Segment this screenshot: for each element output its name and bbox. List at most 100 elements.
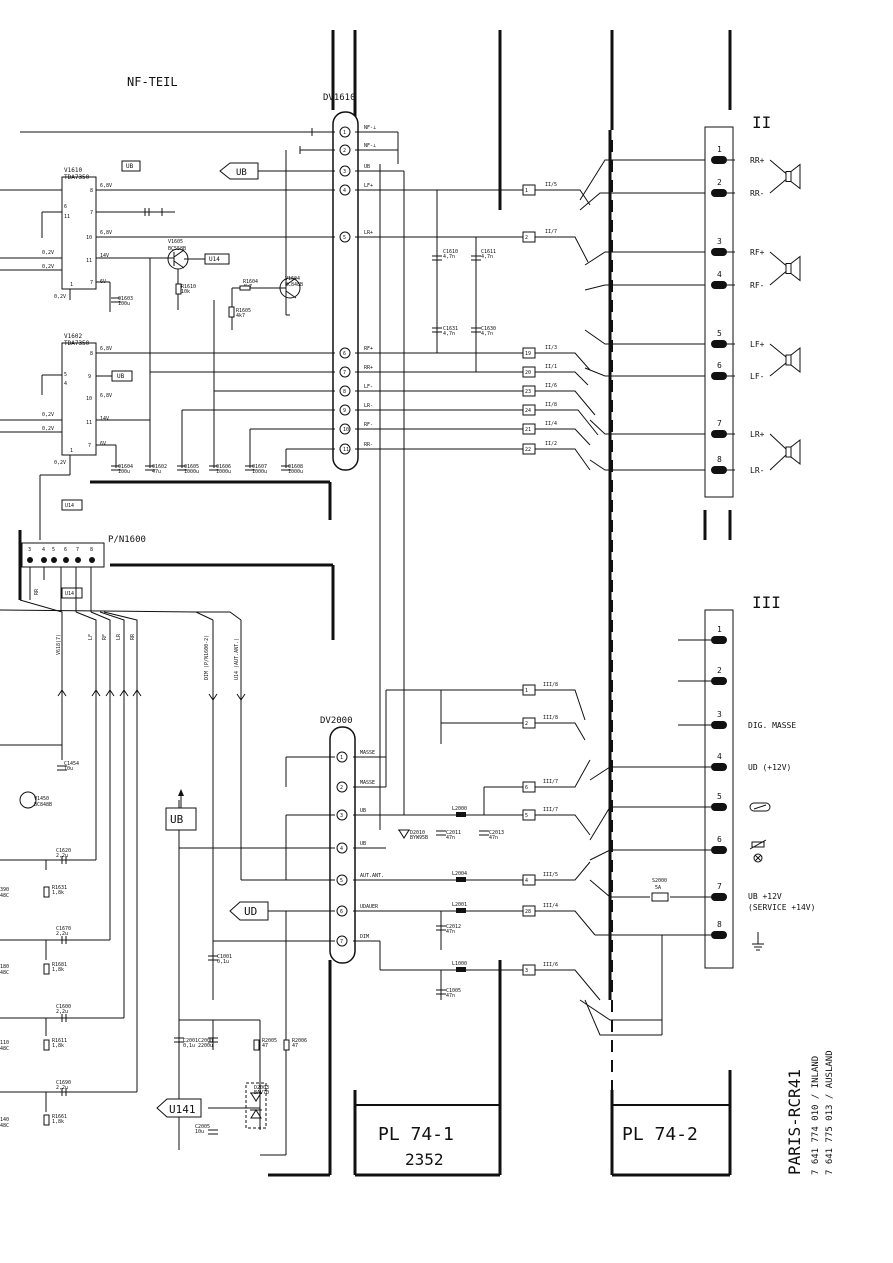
iii-leads [589,639,712,1035]
svg-text:C2001: C2001 [183,1038,198,1044]
svg-text:390: 390 [0,887,9,893]
capacitor [174,1037,184,1043]
svg-text:RR: RR [34,588,40,595]
ii-pin: 5 [711,329,735,348]
svg-text:10u: 10u [195,1129,204,1135]
fuse-s2000: S2000 5A [651,878,669,902]
svg-text:0,2V: 0,2V [42,264,54,270]
svg-text:U14 (AUT.ANT.): U14 (AUT.ANT.) [234,638,240,680]
speaker-icon: RR+RR- [750,156,801,198]
svg-text:0,2V: 0,2V [42,412,54,418]
svg-text:C1001: C1001 [217,954,232,960]
capacitor [111,297,121,303]
dv1610-pin: 5LR+ [339,230,373,243]
svg-text:BC848B: BC848B [34,802,52,808]
svg-text:II/7: II/7 [545,229,557,235]
svg-text:R1681: R1681 [52,962,67,968]
svg-text:II/6: II/6 [545,383,557,389]
iii-pin: 7 [711,882,727,901]
svg-text:C1608: C1608 [288,464,303,470]
svg-text:C1630: C1630 [481,326,496,332]
svg-text:48C: 48C [0,970,9,976]
svg-text:AUT.ANT.: AUT.ANT. [360,873,384,879]
svg-text:II/2: II/2 [545,441,557,447]
top-net-boxes: 1II/52II/719II/320II/123II/624II/821II/4… [522,182,557,455]
svg-text:LF+: LF+ [750,340,765,349]
svg-text:LF-: LF- [750,372,764,381]
ub-12v-label: UB +12V [748,892,782,901]
ud-label: UD (+12V) [748,763,791,772]
capacitor-symbols [57,208,489,1135]
svg-text:MASSE: MASSE [360,750,375,756]
svg-text:II/5: II/5 [545,182,557,188]
svg-text:11: 11 [86,420,92,426]
svg-text:28: 28 [525,909,531,915]
svg-text:C1603: C1603 [118,296,133,302]
ii-pin: 8 [711,455,735,474]
svg-text:2: 2 [343,148,346,154]
svg-text:7: 7 [717,419,722,428]
svg-text:U14: U14 [209,256,220,263]
capacitor [208,955,218,961]
svg-text:2: 2 [525,721,528,727]
flag-u14-plug-top: U14 [61,499,83,511]
svg-text:5: 5 [64,372,67,378]
svg-text:5: 5 [717,329,722,338]
ic-v1610: V1610 TDA7350 8 6 7 11 10 11 7 1 [61,167,97,290]
svg-text:C1600: C1600 [56,1004,71,1010]
svg-text:C1607: C1607 [252,464,267,470]
svg-text:10u: 10u [64,766,73,772]
svg-text:1: 1 [717,625,722,634]
signal-arrow-icon [91,689,101,697]
svg-text:0,2V: 0,2V [54,294,66,300]
svg-text:II/1: II/1 [545,364,557,370]
svg-text:C1604: C1604 [118,464,133,470]
plug-pin: 5 [51,547,57,563]
svg-text:UB: UB [170,813,184,826]
svg-text:BYW95B: BYW95B [410,835,428,841]
svg-text:2,2u: 2,2u [56,931,68,937]
bottom-net-boxes: 1III/82III/86III/75III/74III/528III/43II… [522,682,558,976]
svg-text:L2000: L2000 [452,806,467,812]
svg-text:D2003: D2003 [254,1085,269,1091]
svg-text:DIM (P/N1600-2): DIM (P/N1600-2) [204,635,210,680]
svg-text:1,8k: 1,8k [52,890,64,896]
svg-text:3: 3 [28,547,31,553]
svg-text:8: 8 [343,389,346,395]
svg-text:1: 1 [343,130,346,136]
svg-text:L2001: L2001 [452,902,467,908]
signal-arrow-icon [208,693,218,701]
pn1600-title: P/N1600 [108,535,146,545]
svg-text:C1631: C1631 [443,326,458,332]
svg-text:RR-: RR- [364,442,373,448]
ic-voltages: 6,8V 6,8V 14V 6V 0,2V 0,2V 0,2V 6,8V 6,8… [42,183,112,466]
svg-text:47n: 47n [446,929,455,935]
svg-text:DIM: DIM [360,934,369,940]
svg-text:UB: UB [360,808,366,814]
svg-text:UB: UB [236,168,247,178]
signal-arrows [57,689,246,701]
iii-pin: 8 [711,920,727,939]
svg-text:V618(7): V618(7) [56,634,62,655]
svg-text:0,1u: 0,1u [217,959,229,965]
svg-text:NF-⊥: NF-⊥ [364,143,376,149]
svg-text:7: 7 [90,210,93,216]
plug-pin: 3 [27,547,33,563]
svg-text:1: 1 [717,145,722,154]
service-label: (SERVICE +14V) [748,903,815,912]
svg-text:R1611: R1611 [52,1038,67,1044]
svg-text:5: 5 [343,235,346,241]
